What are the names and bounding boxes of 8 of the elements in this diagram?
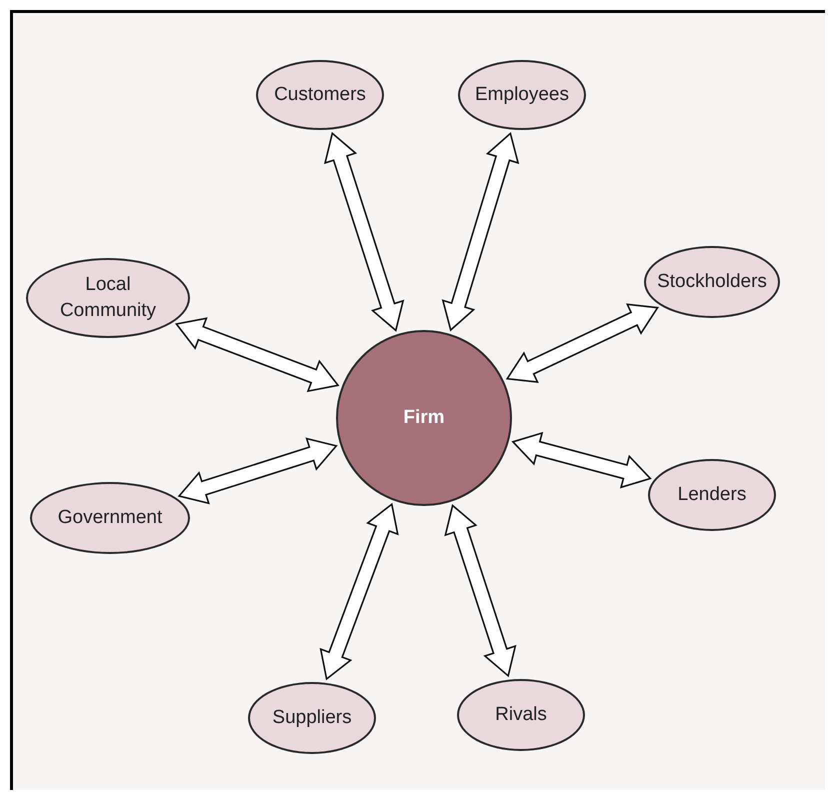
double-arrow [444,504,516,678]
double-arrow [174,317,340,392]
double-arrow [178,437,338,504]
double-arrow [506,303,659,384]
double-arrow [320,502,399,680]
double-arrow [442,132,520,332]
double-arrow [324,132,404,332]
double-arrow [511,432,652,488]
